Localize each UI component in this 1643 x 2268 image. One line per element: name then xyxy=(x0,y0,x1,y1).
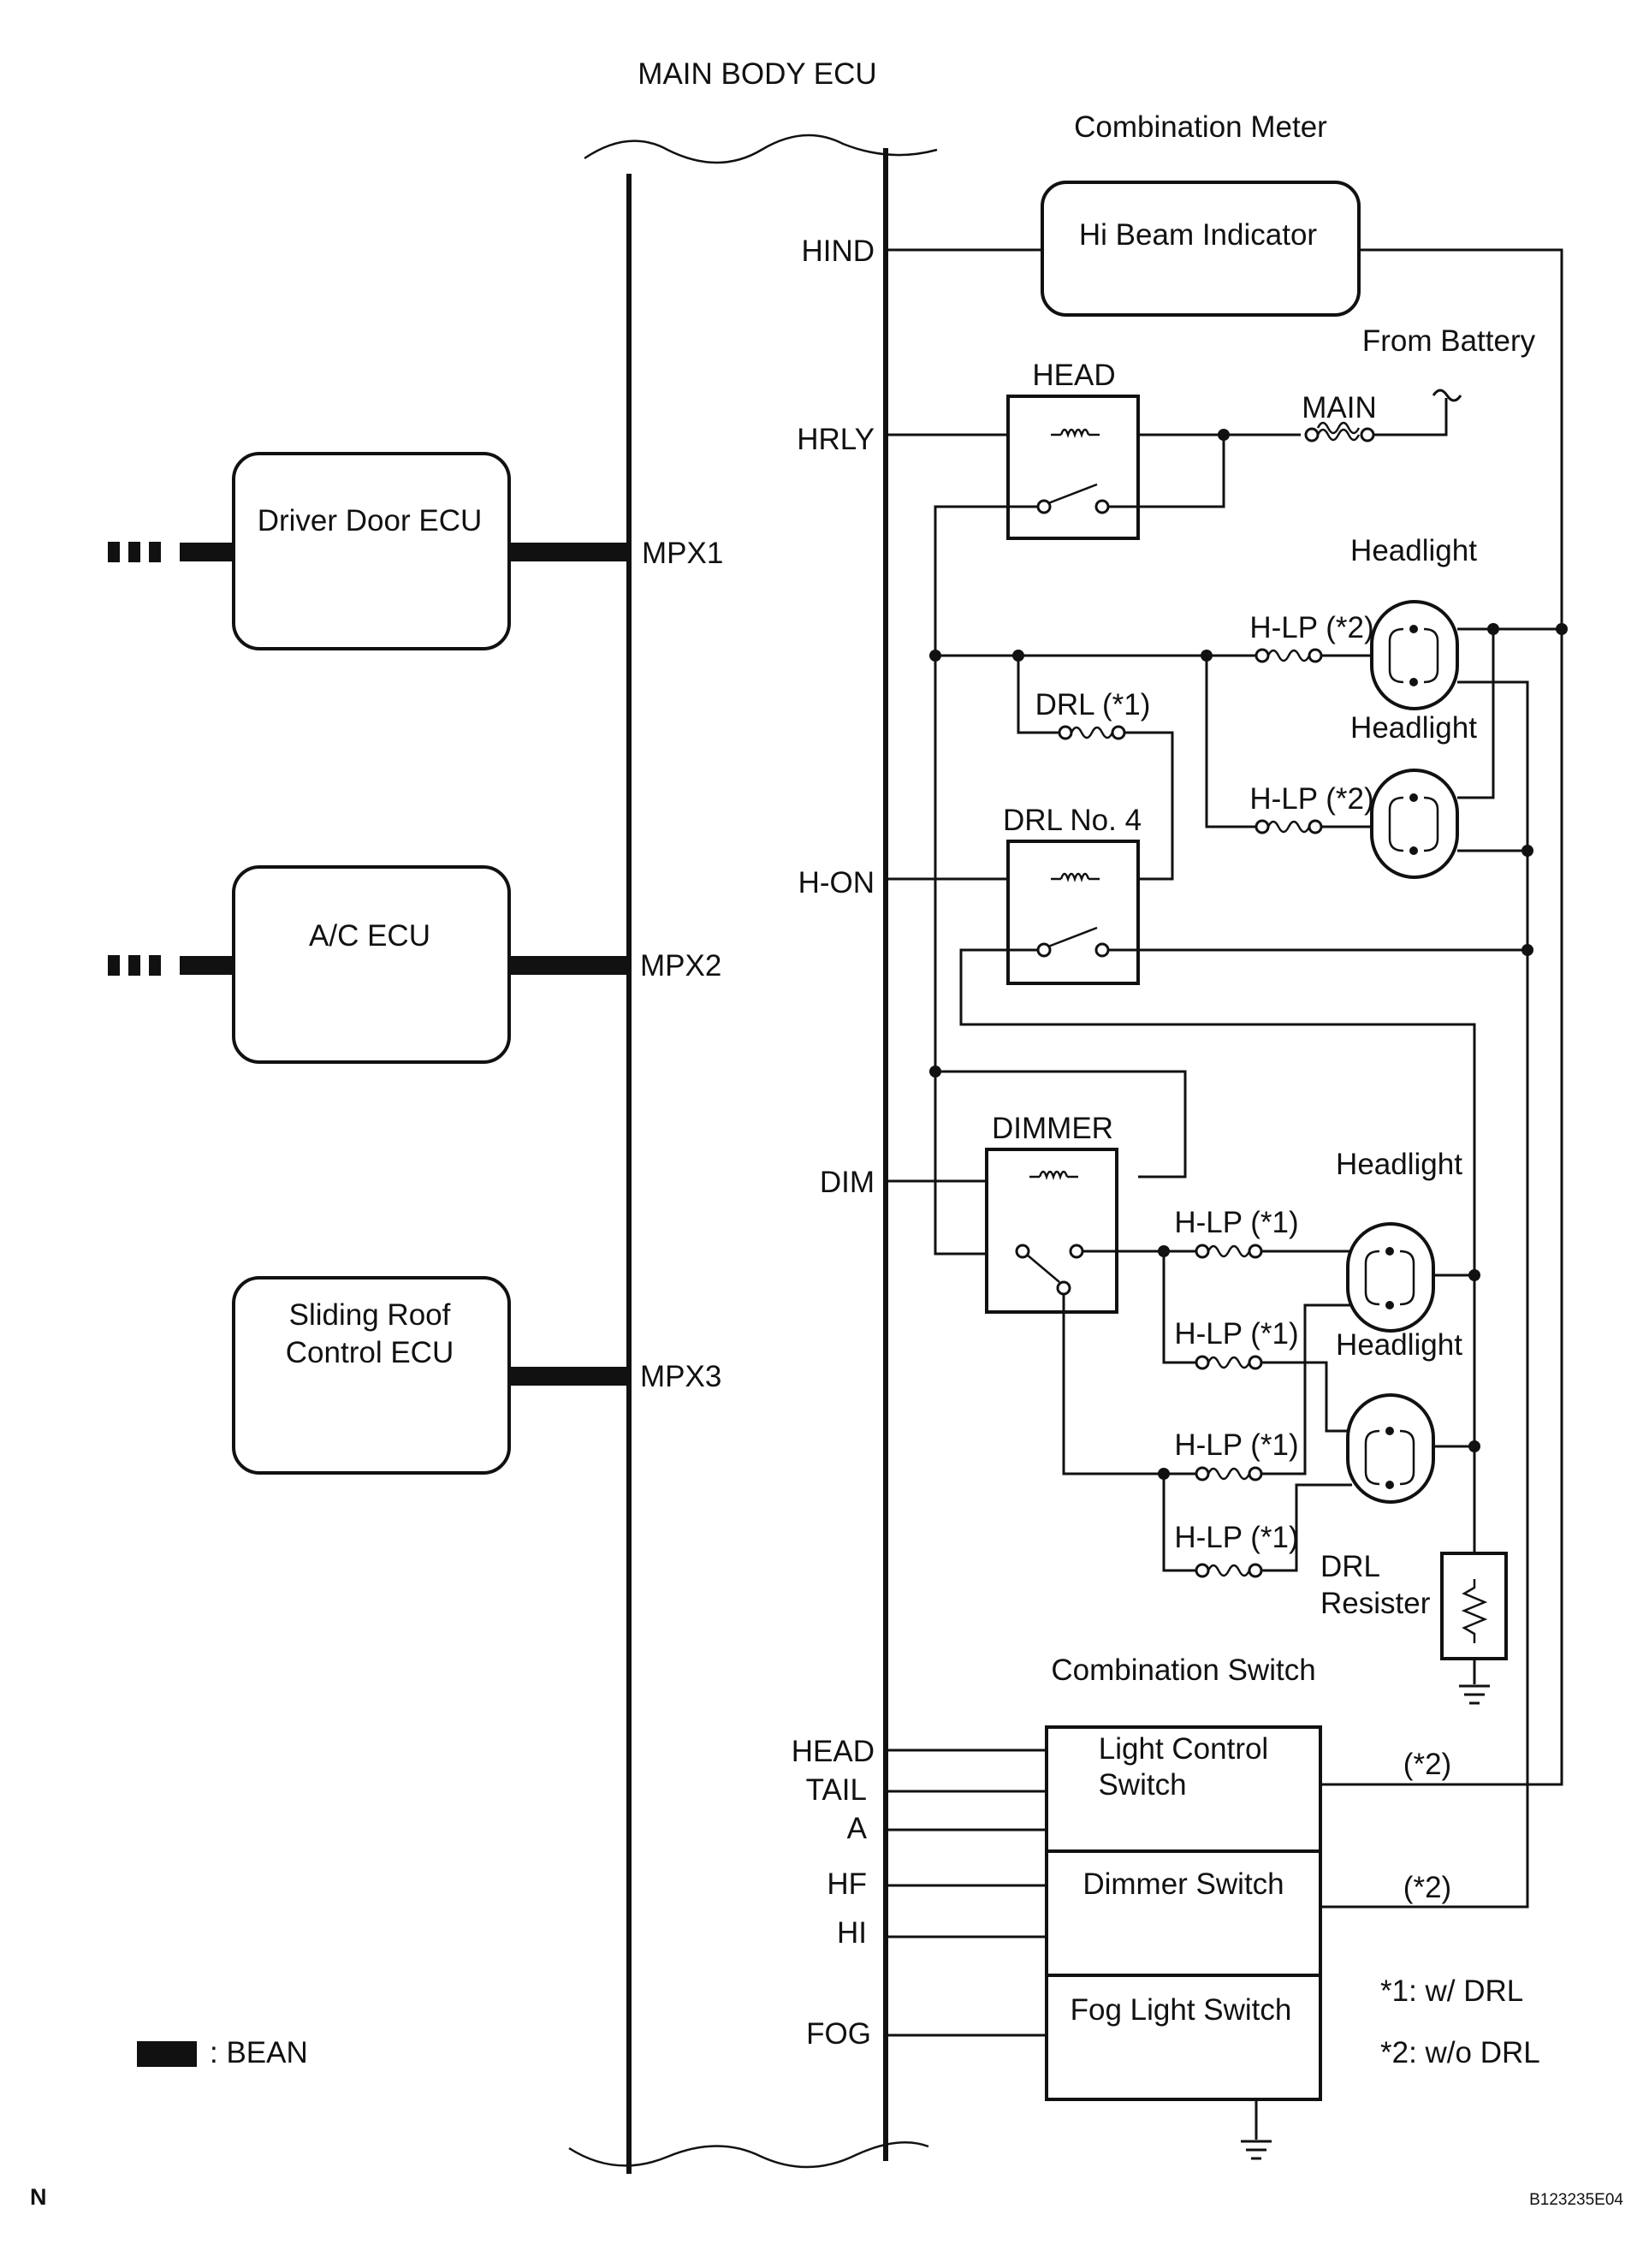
sliding-roof-ecu-label-1: Sliding Roof xyxy=(289,1298,451,1332)
terminal-fog: FOG xyxy=(806,2017,871,2051)
hi-beam-indicator-label: Hi Beam Indicator xyxy=(1079,218,1318,252)
terminal-hrly: HRLY xyxy=(797,423,875,456)
drl-resister xyxy=(1440,1552,1508,1684)
terminal-head: HEAD xyxy=(792,1735,875,1768)
headlight-1-icon xyxy=(1370,600,1459,710)
ecu-terminals: HIND HRLY H-ON DIM HEAD TAIL A HF HI FOG xyxy=(792,235,875,2051)
note-w-drl: *1: w/ DRL xyxy=(1380,1974,1523,2008)
headlight-4-icon xyxy=(1346,1393,1435,1504)
sliding-roof-control-ecu: Sliding Roof Control ECU MPX3 xyxy=(232,1276,721,1475)
drl-resister-label-1: DRL xyxy=(1320,1550,1380,1583)
sliding-roof-ecu-label-2: Control ECU xyxy=(286,1336,454,1369)
fog-light-switch-label: Fog Light Switch xyxy=(1071,1993,1292,2027)
headlight-2-label: Headlight xyxy=(1350,711,1477,745)
driver-door-ecu: Driver Door ECU MPX1 xyxy=(108,452,723,650)
diagram-title: MAIN BODY ECU xyxy=(638,57,876,91)
ac-ecu: A/C ECU MPX2 xyxy=(108,865,721,1064)
headlight-2-icon xyxy=(1370,769,1459,879)
dimmer-relay xyxy=(985,1148,1118,1314)
terminal-tail: TAIL xyxy=(806,1773,867,1807)
drl1-fuse-label: DRL (*1) xyxy=(1035,688,1151,721)
hlp1-fuse-b xyxy=(1195,1355,1263,1370)
hlp1-fuse-c xyxy=(1195,1466,1263,1481)
hlp2-fuse-a xyxy=(1254,648,1323,663)
head-relay-label: HEAD xyxy=(1032,359,1115,392)
corner-code-right: B123235E04 xyxy=(1529,2191,1623,2209)
terminal-hi: HI xyxy=(837,1916,867,1950)
main-fuse-label: MAIN xyxy=(1302,391,1377,425)
hlp1-fuse-a xyxy=(1195,1244,1263,1259)
light-control-switch-label-2: Switch xyxy=(1098,1768,1186,1802)
wire-note-2-a: (*2) xyxy=(1403,1748,1451,1781)
from-battery-label: From Battery xyxy=(1362,324,1536,358)
headlight-3-label: Headlight xyxy=(1336,1148,1462,1181)
ground-icon-2 xyxy=(1241,2140,1272,2160)
head-relay xyxy=(1006,395,1140,540)
legend-bean: : BEAN xyxy=(137,2036,308,2069)
wire-note-2-b: (*2) xyxy=(1403,1871,1451,1904)
headlight-1-label: Headlight xyxy=(1350,534,1477,567)
mpx2-label: MPX2 xyxy=(640,949,721,983)
headlight-3-icon xyxy=(1346,1222,1435,1333)
drl-resister-label-2: Resister xyxy=(1320,1587,1431,1620)
terminal-a: A xyxy=(847,1812,868,1845)
terminal-hf: HF xyxy=(827,1867,867,1901)
hi-beam-indicator: Hi Beam Indicator xyxy=(1041,181,1361,317)
mpx1-label: MPX1 xyxy=(642,537,723,570)
note-wo-drl: *2: w/o DRL xyxy=(1380,2036,1540,2069)
hlp1-fuse-b-label: H-LP (*1) xyxy=(1174,1317,1298,1351)
combination-meter-label: Combination Meter xyxy=(1074,110,1327,144)
ac-ecu-label: A/C ECU xyxy=(309,919,430,953)
combination-switch: Light Control Switch Dimmer Switch Fog L… xyxy=(1045,1725,1322,2101)
drl4-relay xyxy=(1006,840,1140,985)
main-body-ecu-outline xyxy=(568,134,938,2174)
terminal-hon: H-ON xyxy=(798,866,875,899)
switch-terminal-wires xyxy=(886,1748,1047,2037)
ground-icon xyxy=(1459,1684,1490,1705)
hlp1-fuse-d xyxy=(1195,1563,1263,1578)
main-fuse xyxy=(1304,421,1375,442)
headlight-4-label: Headlight xyxy=(1336,1328,1462,1362)
dimmer-relay-label: DIMMER xyxy=(992,1112,1113,1145)
mpx3-label: MPX3 xyxy=(640,1360,721,1393)
light-control-switch-label-1: Light Control xyxy=(1099,1732,1268,1766)
terminal-dim: DIM xyxy=(820,1166,875,1199)
drl1-fuse xyxy=(1017,656,1174,881)
hlp2-fuse-b-label: H-LP (*2) xyxy=(1249,782,1373,816)
drl4-relay-label: DRL No. 4 xyxy=(1003,804,1142,837)
hlp1-fuse-a-label: H-LP (*1) xyxy=(1174,1206,1298,1239)
dimmer-switch-label: Dimmer Switch xyxy=(1082,1867,1284,1901)
hlp1-fuse-c-label: H-LP (*1) xyxy=(1174,1428,1298,1462)
combination-switch-label: Combination Switch xyxy=(1051,1654,1315,1687)
hlp2-fuse-b xyxy=(1254,819,1323,834)
hlp2-fuse-a-label: H-LP (*2) xyxy=(1249,611,1373,644)
corner-code-left: N xyxy=(30,2184,47,2210)
hlp1-fuse-d-label: H-LP (*1) xyxy=(1174,1521,1298,1554)
legend-bean-label: : BEAN xyxy=(210,2036,308,2069)
terminal-hind: HIND xyxy=(801,235,875,268)
driver-door-ecu-label: Driver Door ECU xyxy=(258,504,483,537)
